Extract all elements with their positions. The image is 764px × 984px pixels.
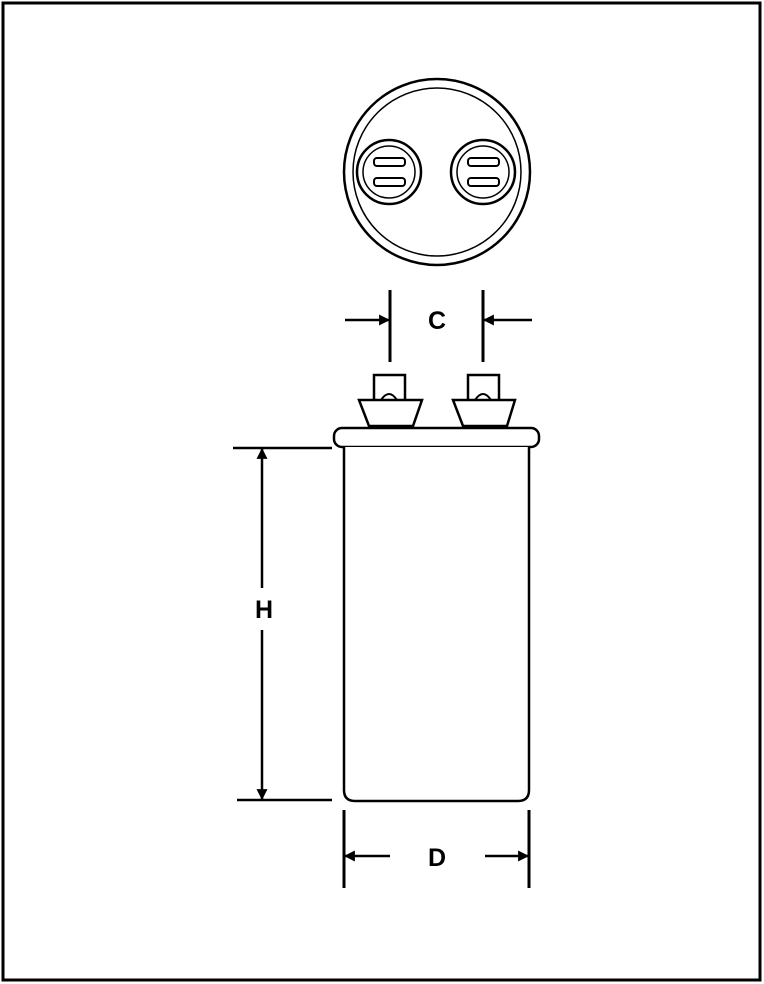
side-view bbox=[332, 373, 541, 803]
side-view-cap-rim bbox=[332, 426, 541, 449]
top-view-outer-rim bbox=[342, 77, 532, 267]
dimension-h bbox=[233, 446, 332, 802]
top-view-inner-rim bbox=[352, 87, 522, 257]
dimension-d-label: D bbox=[428, 844, 446, 872]
dimension-h-label: H bbox=[255, 596, 273, 624]
side-view-can-body bbox=[342, 447, 531, 803]
top-view-terminal-right bbox=[449, 138, 517, 206]
dimension-c-label: C bbox=[428, 307, 446, 335]
dimension-d bbox=[342, 810, 531, 888]
top-view bbox=[342, 77, 532, 267]
dimension-c bbox=[345, 290, 532, 362]
side-view-terminal-right bbox=[451, 373, 517, 428]
side-view-terminal-left bbox=[357, 373, 424, 428]
top-view-terminal-left bbox=[355, 138, 423, 206]
